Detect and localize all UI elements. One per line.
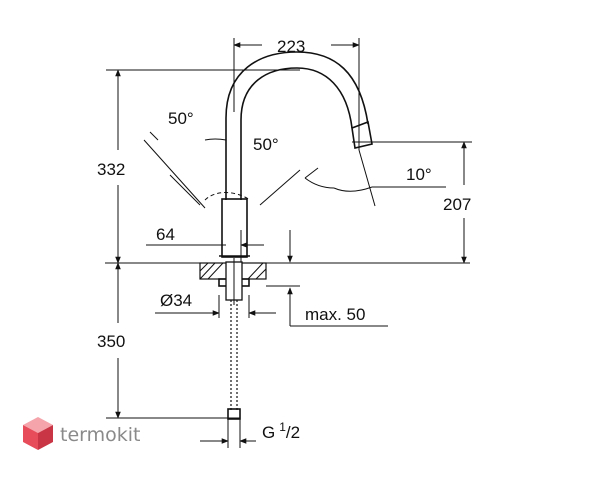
dim-height-spout: 207 bbox=[443, 195, 471, 214]
dim-handle-offset: 64 bbox=[156, 225, 175, 244]
dim-max-thickness: max. 50 bbox=[305, 305, 365, 324]
dim-below-deck: 350 bbox=[97, 332, 125, 351]
mounting-deck bbox=[105, 258, 470, 305]
supply-hose bbox=[227, 300, 241, 420]
dim-angle-right: 50° bbox=[253, 135, 279, 154]
dim-angle-spout: 10° bbox=[406, 165, 432, 184]
dim-angle-left: 50° bbox=[168, 109, 194, 128]
dim-height-total: 332 bbox=[97, 160, 125, 179]
faucet-body bbox=[169, 51, 373, 258]
dim-diameter: Ø34 bbox=[160, 291, 192, 310]
watermark-logo: termokit bbox=[23, 417, 140, 450]
dim-width-top: 223 bbox=[277, 37, 305, 56]
cube-logo-icon bbox=[23, 417, 53, 450]
dimension-lines bbox=[106, 38, 472, 448]
watermark-brand: termokit bbox=[60, 424, 140, 446]
